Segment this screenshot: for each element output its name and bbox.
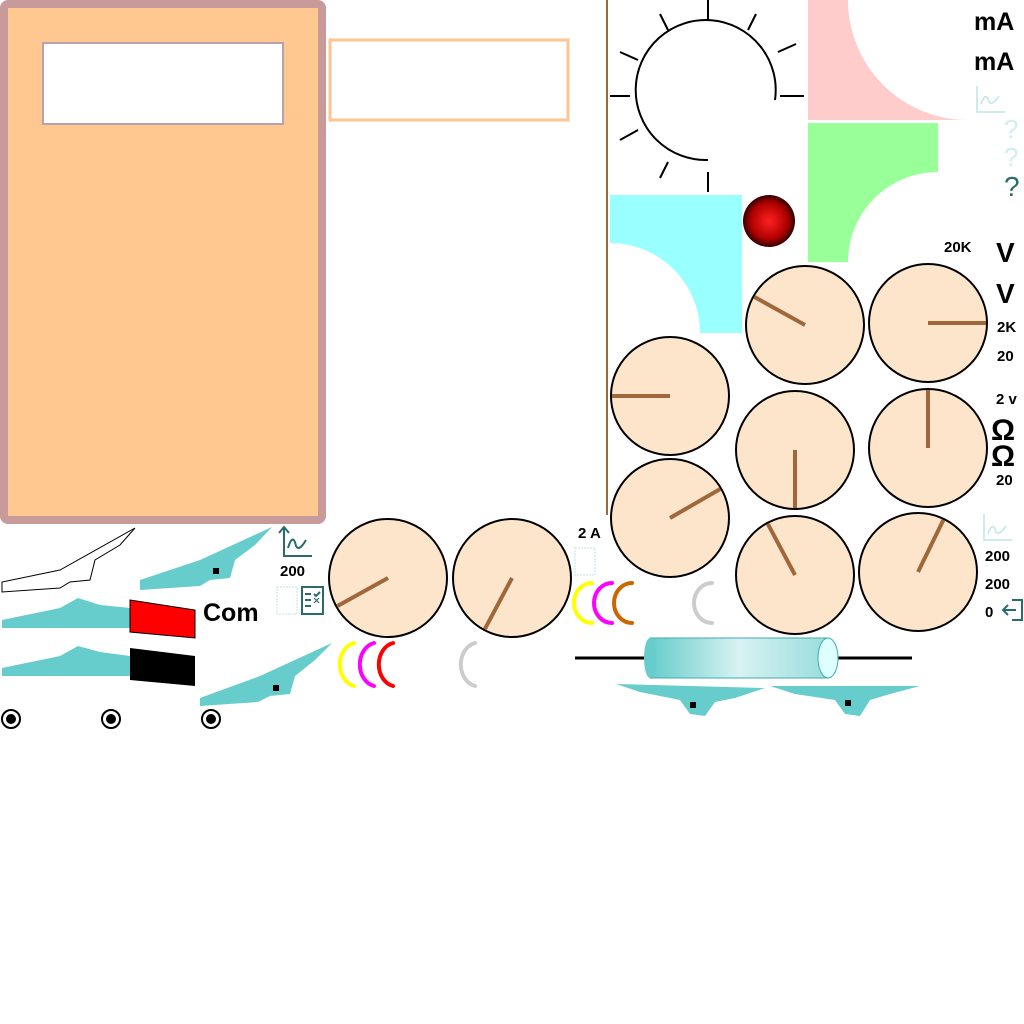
clip-1[interactable] (616, 684, 765, 716)
dial-needle (483, 577, 514, 631)
dial-9[interactable] (328, 518, 448, 638)
checklist-icon[interactable] (301, 586, 324, 615)
dial-face (452, 518, 572, 638)
help-icon[interactable]: ? (1004, 171, 1020, 202)
chart-icon-faded (976, 86, 1012, 541)
terminals (1, 709, 221, 729)
knob-rays-icon (610, 0, 804, 192)
meter-panel (0, 0, 326, 524)
help-icon-faded-2: ? (1004, 142, 1018, 172)
label-ma-2: mA (974, 48, 1014, 76)
probe-tip-2[interactable] (2, 598, 130, 628)
probe-pin (213, 568, 219, 574)
cylinder-component[interactable] (644, 637, 839, 679)
dial-needle (753, 295, 806, 327)
label-v-1: V (996, 237, 1015, 268)
label-2a: 2 A (578, 525, 601, 542)
dial-4[interactable] (735, 390, 855, 510)
probe-plug-black[interactable] (130, 648, 195, 686)
dial-1[interactable] (745, 265, 865, 385)
dial-3[interactable] (610, 336, 730, 456)
checklist-icon-faded (276, 586, 298, 615)
dial-10[interactable] (452, 518, 572, 638)
dial-needle (766, 522, 797, 576)
chart-icon[interactable] (278, 525, 312, 557)
checklist-icon-faded (574, 547, 596, 576)
label-v-2: V (996, 278, 1015, 309)
dial-needle (916, 518, 946, 573)
label-20-b: 20 (996, 472, 1013, 489)
label-200-a: 200 (985, 548, 1010, 565)
label-2v: 2 v (996, 391, 1018, 408)
dial-7[interactable] (735, 515, 855, 635)
pink-corner-shape (808, 0, 968, 120)
probe-outline[interactable] (1, 527, 136, 593)
dial-5[interactable] (868, 388, 988, 508)
probe-pin (273, 685, 279, 691)
probe-tip-4[interactable] (200, 643, 332, 706)
display-frame (328, 38, 570, 122)
dial-6[interactable] (610, 458, 730, 578)
dial-2[interactable] (868, 263, 988, 383)
probe-tip-1[interactable] (140, 527, 272, 590)
color-arcs (337, 581, 714, 688)
led-indicator (743, 195, 795, 247)
help-icon-faded-1: ? (1004, 114, 1018, 144)
exit-icon[interactable] (1001, 599, 1023, 621)
label-200-b: 200 (985, 576, 1010, 593)
label-ma-1: mA (974, 8, 1014, 36)
label-ohm-1: Ω (991, 414, 1015, 447)
label-20k: 20K (944, 239, 972, 256)
cyan-corner-shape (610, 195, 742, 333)
dial-8[interactable] (858, 512, 978, 632)
label-com: Com (203, 599, 259, 627)
label-20-a: 20 (997, 348, 1014, 365)
clip-pin (690, 702, 696, 708)
label-0: 0 (985, 604, 993, 621)
probe-plug-red[interactable] (129, 599, 196, 639)
label-200-c: 200 (280, 563, 305, 580)
dial-needle (336, 576, 389, 608)
clip-pin (845, 700, 851, 706)
probe-tip-3[interactable] (2, 646, 130, 676)
label-2k: 2K (997, 319, 1016, 336)
green-corner-shape (808, 123, 938, 262)
meter-display (42, 42, 284, 125)
label-ohm-2: Ω (991, 440, 1015, 473)
dial-needle (669, 487, 722, 520)
